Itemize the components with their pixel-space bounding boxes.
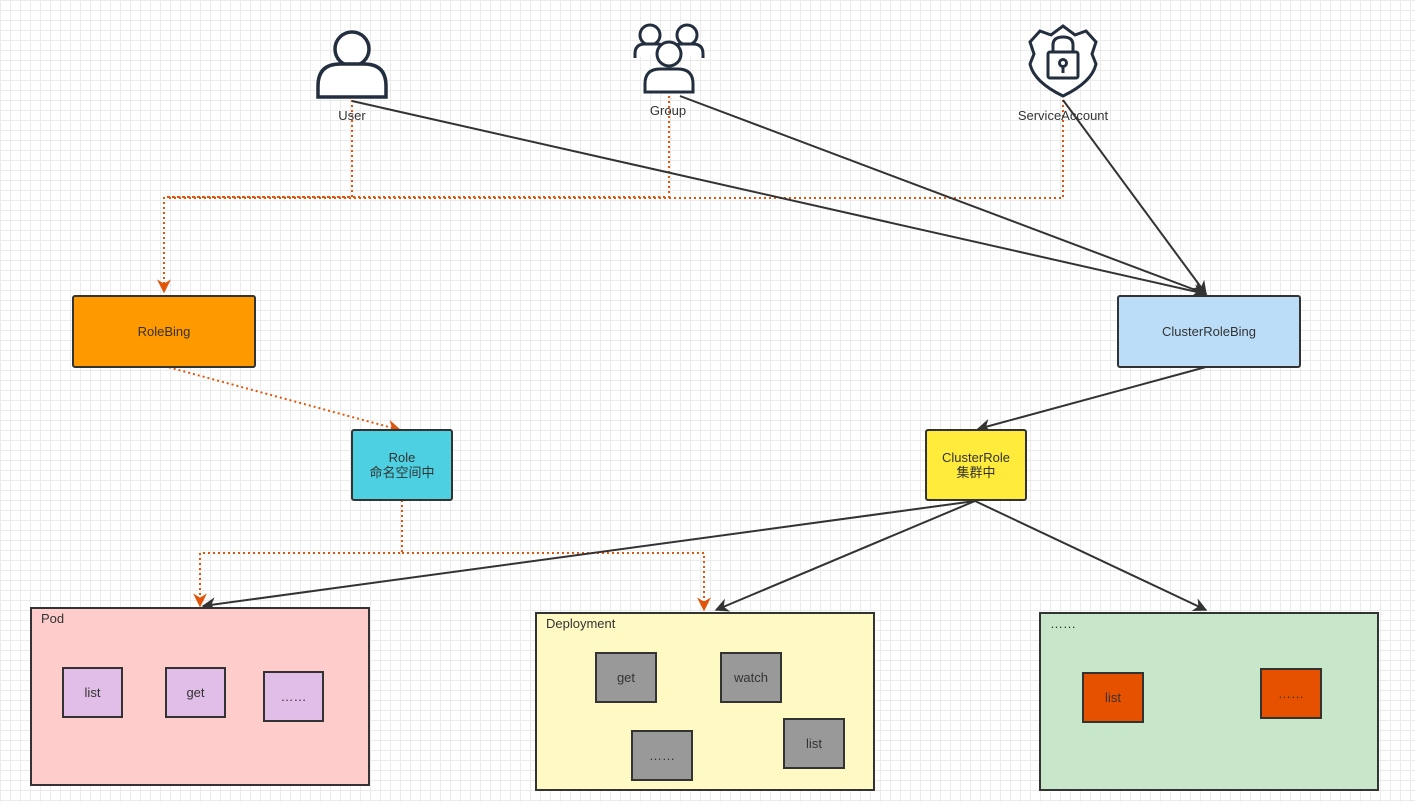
cluster-role-binding-label: ClusterRoleBing [1162,324,1256,339]
deployment-item-get[interactable]: get [595,652,657,703]
solid-edges [201,95,1208,612]
role-label: Role [388,450,416,465]
user-icon [316,30,388,99]
edge-clusterrole-to-pod [201,500,976,612]
cluster-role-label: ClusterRole [942,450,1010,465]
edge-clusterrolebinding-to-clusterrole [976,366,1207,433]
cluster-role-node[interactable]: ClusterRole 集群中 [925,429,1027,501]
edge-role-to-deployment [402,552,711,612]
pod-container[interactable]: Pod list get …… [30,607,370,786]
role-scope-label: 命名空间中 [369,465,435,480]
edge-clusterrole-to-other [974,500,1208,611]
edge-rolebinding-to-role [163,365,402,434]
deployment-item-more[interactable]: …… [631,730,693,781]
edge-clusterrole-to-deployment [714,500,976,612]
other-resource-title: …… [1050,616,1076,631]
user-label: User [338,108,366,123]
service-account-label: ServiceAccount [1017,108,1109,123]
role-binding-label: RoleBing [137,324,191,339]
group-label: Group [649,103,687,118]
pod-item-more[interactable]: …… [263,671,324,722]
deployment-item-watch[interactable]: watch [720,652,782,703]
other-item-list[interactable]: list [1082,672,1144,723]
deployment-item-list[interactable]: list [783,718,845,769]
cluster-role-binding-node[interactable]: ClusterRoleBing [1117,295,1301,368]
dotted-edges [157,96,1064,612]
pod-item-get[interactable]: get [165,667,226,718]
other-resource-container[interactable]: …… list …… [1039,612,1379,791]
other-item-more[interactable]: …… [1260,668,1322,719]
role-node[interactable]: Role 命名空间中 [351,429,453,501]
edge-group-to-rolebinding [166,96,670,198]
edge-group-to-clusterrolebinding [679,95,1208,297]
deployment-title: Deployment [546,616,616,631]
edge-sa-to-clusterrolebinding [1062,99,1207,296]
edge-sa-to-rolebinding [166,100,1064,199]
lock-shield-icon [1028,24,1098,98]
cluster-role-scope-label: 集群中 [956,465,996,480]
group-icon [633,23,705,94]
edge-role-to-pod [193,500,403,608]
deployment-container[interactable]: Deployment get watch …… list [535,612,875,791]
pod-title: Pod [41,611,65,626]
pod-item-list[interactable]: list [62,667,123,718]
edge-user-to-clusterrolebinding [351,100,1208,299]
role-binding-node[interactable]: RoleBing [72,295,256,368]
